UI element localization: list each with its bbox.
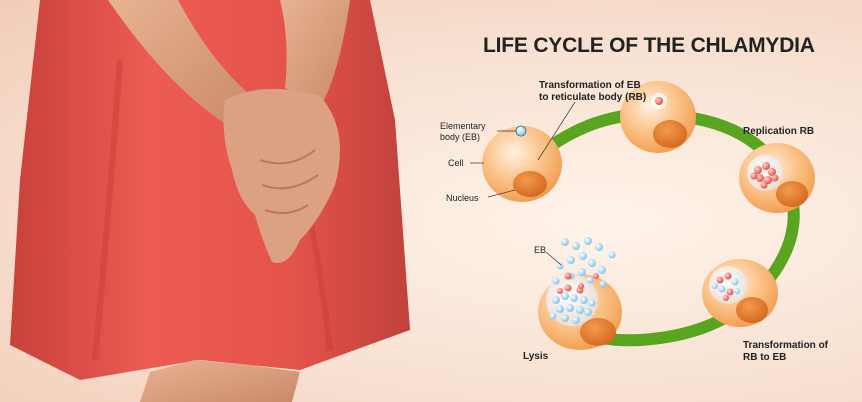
diagram-title: LIFE CYCLE OF THE CHLAMYDIA (483, 34, 815, 57)
cell-stage-5-lysis (538, 237, 622, 350)
label-elementary-body: Elementary body (EB) (440, 121, 486, 142)
cell-stage-3 (739, 143, 815, 213)
label-replication-rb: Replication RB (743, 126, 815, 137)
chlamydia-life-cycle-diagram (470, 81, 815, 350)
cell-stage-4 (702, 259, 778, 327)
right-arm (280, 0, 350, 104)
label-eb: EB (534, 245, 547, 255)
label-transformation-eb-rb: Transformation of EB to reticulate body … (539, 80, 647, 103)
label-transformation-rb-eb: Transformation of RB to EB (743, 340, 829, 363)
label-nucleus: Nucleus (446, 193, 479, 203)
cell-stage-2 (620, 81, 696, 153)
woman-photo (10, 0, 410, 402)
hands (223, 88, 340, 264)
left-arm (108, 0, 250, 128)
legs (140, 360, 300, 402)
label-cell: Cell (448, 158, 464, 168)
cell-stage-1 (482, 125, 562, 202)
label-lysis: Lysis (523, 351, 549, 362)
